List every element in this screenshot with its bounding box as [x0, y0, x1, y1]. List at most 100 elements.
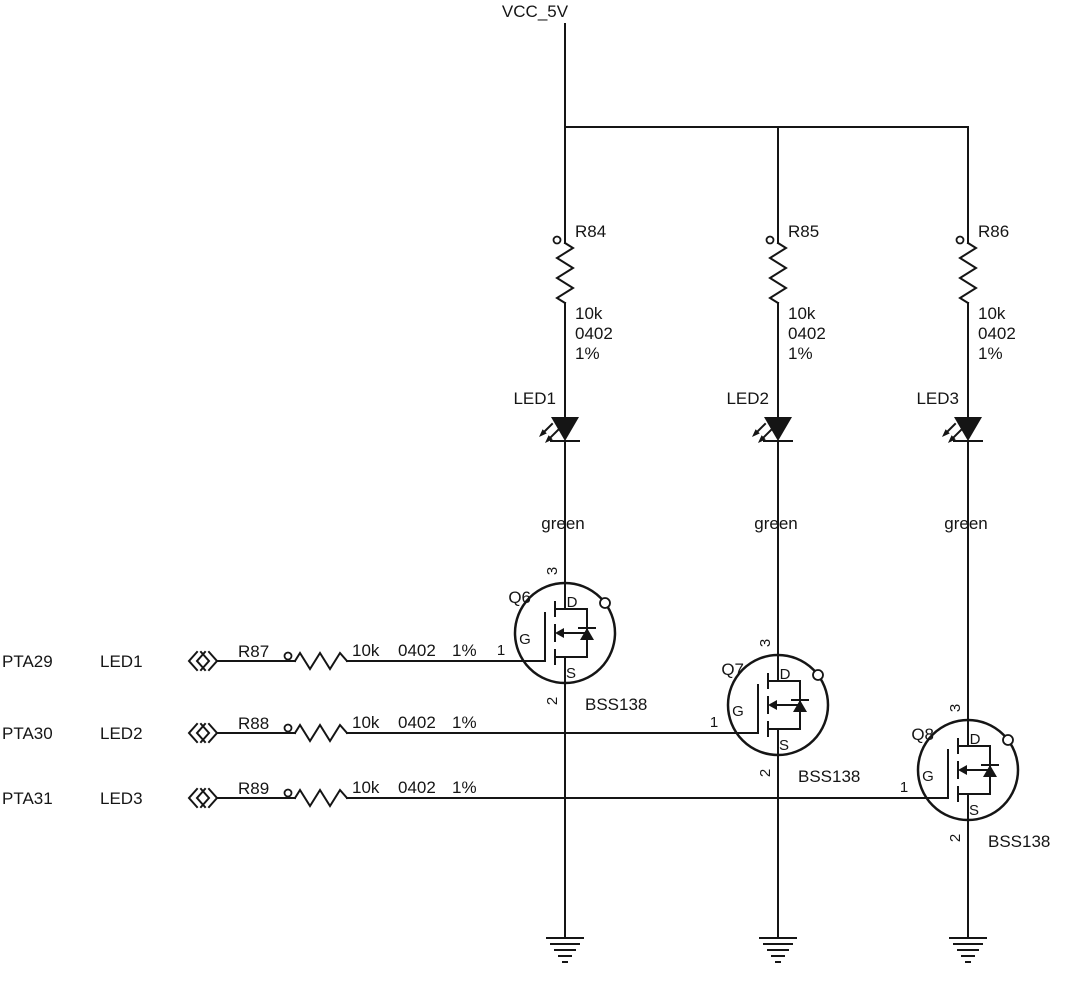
mosfet-part: BSS138 [798, 767, 860, 786]
mosfet-pin-s-label: S [566, 665, 576, 682]
led-light-arrowhead [948, 435, 956, 443]
led-triangle [551, 417, 579, 441]
mosfet-pin-d-label: D [780, 666, 791, 683]
led-light-arrow-lines [755, 422, 773, 440]
resistor-package: 0402 [575, 324, 613, 343]
led-light-arrow-lines [542, 422, 560, 440]
resistor-symbol [955, 235, 978, 305]
mosfet-body-diode [983, 765, 997, 777]
series-resistor-tolerance: 1% [452, 778, 477, 797]
resistor-value: 10k [575, 304, 603, 323]
mosfet-pin2-number: 2 [947, 834, 964, 842]
led-light-arrowhead [752, 429, 760, 437]
input-port-icon [187, 650, 219, 672]
mosfet-pin-g-label: G [732, 703, 744, 720]
ground-icon [546, 937, 584, 963]
mosfet-symbol: D G S 3 2 1 Q7 BSS138 [710, 639, 861, 786]
mosfet-pin1-number: 1 [497, 642, 505, 659]
input-row-1: PTA29 LED1 R87 10k 0402 1% [2, 641, 477, 672]
input-port-icon [187, 787, 219, 809]
branch-3: R86 10k 0402 1% LED3 green D G S 3 2 1 Q… [900, 222, 1050, 963]
series-resistor-ref: R87 [238, 642, 269, 661]
ground-bars [759, 937, 797, 963]
led-symbol [539, 417, 580, 443]
led-ref: LED3 [916, 389, 959, 408]
series-resistor-ref: R89 [238, 779, 269, 798]
resistor-zigzag [293, 723, 349, 743]
resistor-symbol [765, 235, 788, 305]
resistor-package: 0402 [978, 324, 1016, 343]
signal-label: PTA30 [2, 724, 53, 743]
led-light-arrowhead [942, 429, 950, 437]
resistor-ref: R84 [575, 222, 606, 241]
resistor-zigzag [293, 788, 349, 808]
resistor-value: 10k [788, 304, 816, 323]
series-resistor-tolerance: 1% [452, 713, 477, 732]
resistor-pin1-marker [283, 651, 293, 661]
mosfet-pin-marker [599, 597, 611, 609]
series-resistor-package: 0402 [398, 713, 436, 732]
branch-1: R84 10k 0402 1% LED1 green D G S 3 2 1 Q… [497, 222, 647, 963]
mosfet-pin-g-label: G [922, 768, 934, 785]
mosfet-part: BSS138 [585, 695, 647, 714]
ground-icon [949, 937, 987, 963]
mosfet-ref: Q6 [508, 588, 531, 607]
ground-icon [759, 937, 797, 963]
mosfet-pin2-number: 2 [757, 769, 774, 777]
mosfet-body-diode [580, 628, 594, 640]
mosfet-channel-arrow [768, 700, 777, 710]
net-label: LED2 [100, 724, 143, 743]
resistor-tolerance: 1% [575, 344, 600, 363]
input-port-icon [187, 722, 219, 744]
resistor-package: 0402 [788, 324, 826, 343]
wire-net [216, 23, 969, 939]
mosfet-channel-arrow [555, 628, 564, 638]
resistor-symbol [552, 235, 575, 305]
signal-label: PTA29 [2, 652, 53, 671]
mosfet-pin3-number: 3 [947, 704, 964, 712]
resistor-tolerance: 1% [788, 344, 813, 363]
mosfet-pin-s-label: S [779, 737, 789, 754]
series-resistor-package: 0402 [398, 641, 436, 660]
led-color: green [944, 514, 987, 533]
led-triangle [954, 417, 982, 441]
led-triangle [764, 417, 792, 441]
resistor-zigzag [293, 651, 349, 671]
resistor-ref: R85 [788, 222, 819, 241]
mosfet-body-diode [793, 700, 807, 712]
mosfet-pin-marker [812, 669, 824, 681]
led-ref: LED2 [726, 389, 769, 408]
led-color: green [541, 514, 584, 533]
mosfet-pin-d-label: D [567, 594, 578, 611]
input-row-2: PTA30 LED2 R88 10k 0402 1% [2, 713, 477, 744]
led-symbol [942, 417, 983, 443]
led-light-arrowhead [539, 429, 547, 437]
led-light-arrowhead [545, 435, 553, 443]
mosfet-pin1-number: 1 [710, 714, 718, 731]
resistor-zigzag [958, 241, 978, 305]
input-row-3: PTA31 LED3 R89 10k 0402 1% [2, 778, 477, 809]
resistor-pin1-marker [955, 235, 965, 245]
resistor-pin1-marker [552, 235, 562, 245]
led-ref: LED1 [513, 389, 556, 408]
series-resistor-value: 10k [352, 778, 380, 797]
mosfet-pin-g-label: G [519, 631, 531, 648]
mosfet-part: BSS138 [988, 832, 1050, 851]
resistor-pin1-marker [765, 235, 775, 245]
mosfet-pin-d-label: D [970, 731, 981, 748]
ground-bars [546, 937, 584, 963]
resistor-zigzag [768, 241, 788, 305]
power-net-label: VCC_5V [502, 2, 569, 21]
mosfet-pin1-number: 1 [900, 779, 908, 796]
series-resistor-tolerance: 1% [452, 641, 477, 660]
series-resistor-value: 10k [352, 641, 380, 660]
net-label: LED3 [100, 789, 143, 808]
resistor-ref: R86 [978, 222, 1009, 241]
signal-label: PTA31 [2, 789, 53, 808]
branch-2: R85 10k 0402 1% LED2 green D G S 3 2 1 Q… [710, 222, 861, 963]
resistor-zigzag [555, 241, 575, 305]
resistor-pin1-marker [283, 788, 293, 798]
mosfet-pin-marker [1002, 734, 1014, 746]
